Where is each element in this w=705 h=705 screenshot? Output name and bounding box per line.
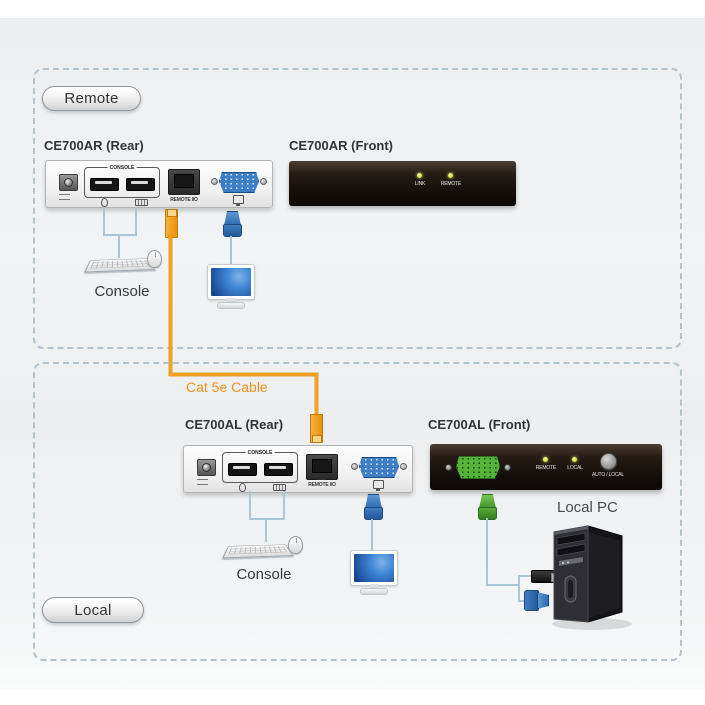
connection-line <box>135 207 137 235</box>
rj45-port-label: REMOTE I/O <box>170 197 198 203</box>
vga-port-icon <box>359 457 399 478</box>
kvm-cable-plug-icon <box>478 494 497 520</box>
remote-console-label: Console <box>94 283 150 300</box>
local-pc-label: Local PC <box>557 499 618 516</box>
ce700ar-rear-device: CONSOLE REMOTE I/O <box>45 160 273 208</box>
keyboard-icon <box>273 484 286 491</box>
console-group-label: CONSOLE <box>107 165 137 171</box>
power-label-marks <box>59 194 70 200</box>
connection-line <box>486 584 520 586</box>
ce700ar-front-device: LINK REMOTE <box>289 161 516 206</box>
local-monitor-icon <box>350 550 398 595</box>
screw-icon <box>400 463 407 470</box>
cat5e-cable-segment <box>169 373 318 376</box>
local-tag-label: Local <box>74 601 112 619</box>
connection-line <box>518 575 532 577</box>
connection-line <box>371 519 373 550</box>
remote-monitor-icon <box>207 264 255 309</box>
local-section-box <box>33 362 682 661</box>
connection-line <box>249 518 285 520</box>
usb-port-icon <box>90 178 119 191</box>
local-led-label: LOCAL <box>567 465 583 471</box>
link-led-icon <box>417 173 422 178</box>
console-mouse-icon <box>288 536 303 554</box>
console-port-group: CONSOLE <box>84 165 160 198</box>
connection-line <box>283 491 285 519</box>
remote-led-icon <box>543 457 548 462</box>
rj45-port-icon <box>168 169 200 195</box>
connection-line <box>103 234 137 236</box>
link-led-label: LINK <box>414 181 426 187</box>
rj45-port-icon <box>306 454 338 480</box>
console-group-label: CONSOLE <box>245 450 275 456</box>
power-label-marks <box>197 479 208 485</box>
auto-local-button-icon <box>600 453 617 470</box>
ce700al-front-title: CE700AL (Front) <box>428 417 531 432</box>
connection-line <box>518 575 520 602</box>
connection-line <box>518 600 527 602</box>
vga-port-icon <box>219 172 259 193</box>
rj45-plug-icon <box>310 414 323 443</box>
ce700al-rear-title: CE700AL (Rear) <box>185 417 284 432</box>
cat5e-cable-segment <box>315 373 318 415</box>
vga-plug-icon <box>223 211 242 237</box>
rj45-plug-icon <box>165 209 178 238</box>
power-jack-icon <box>197 459 216 476</box>
local-console-label: Console <box>236 566 292 583</box>
remote-led-label: REMOTE <box>440 181 462 187</box>
console-mouse-icon <box>147 250 162 268</box>
remote-section-box <box>33 68 682 349</box>
remote-tag-label: Remote <box>64 90 119 107</box>
connection-line <box>230 236 232 265</box>
ce700ar-front-title: CE700AR (Front) <box>289 138 394 153</box>
keyboard-icon <box>135 199 148 206</box>
green-port-icon <box>456 456 500 479</box>
remote-led-label: REMOTE <box>535 465 557 471</box>
connection-line <box>249 491 251 519</box>
connection-line <box>118 235 120 258</box>
local-section-tag: Local <box>42 597 144 623</box>
screw-icon <box>445 464 452 471</box>
screw-icon <box>351 463 358 470</box>
usb-port-icon <box>264 463 293 476</box>
ce700al-rear-device: CONSOLE REMOTE I/O <box>183 445 413 493</box>
connection-line <box>486 518 488 586</box>
cat5e-cable-label: Cat 5e Cable <box>186 379 268 395</box>
remote-led-icon <box>448 173 453 178</box>
mouse-icon <box>101 198 108 207</box>
mouse-icon <box>239 483 246 492</box>
screw-icon <box>211 178 218 185</box>
pc-tower-icon <box>552 525 632 630</box>
cat5e-cable-segment <box>169 235 172 375</box>
auto-local-button-label: AUTO / LOCAL <box>592 472 624 478</box>
remote-section-tag: Remote <box>42 86 141 111</box>
vga-plug-icon <box>524 590 549 611</box>
local-led-icon <box>572 457 577 462</box>
ce700ar-rear-title: CE700AR (Rear) <box>44 138 144 153</box>
console-port-group: CONSOLE <box>222 450 298 483</box>
screw-icon <box>260 178 267 185</box>
ce700al-front-device: REMOTE LOCAL AUTO / LOCAL <box>430 444 662 490</box>
usb-port-icon <box>228 463 257 476</box>
rj45-port-label: REMOTE I/O <box>308 482 336 488</box>
vga-plug-icon <box>364 494 383 520</box>
screw-icon <box>504 464 511 471</box>
connection-line <box>265 519 267 542</box>
power-jack-icon <box>59 174 78 191</box>
usb-port-icon <box>126 178 155 191</box>
monitor-glyph-icon <box>233 195 244 206</box>
connection-line <box>103 207 105 235</box>
monitor-glyph-icon <box>373 480 384 491</box>
